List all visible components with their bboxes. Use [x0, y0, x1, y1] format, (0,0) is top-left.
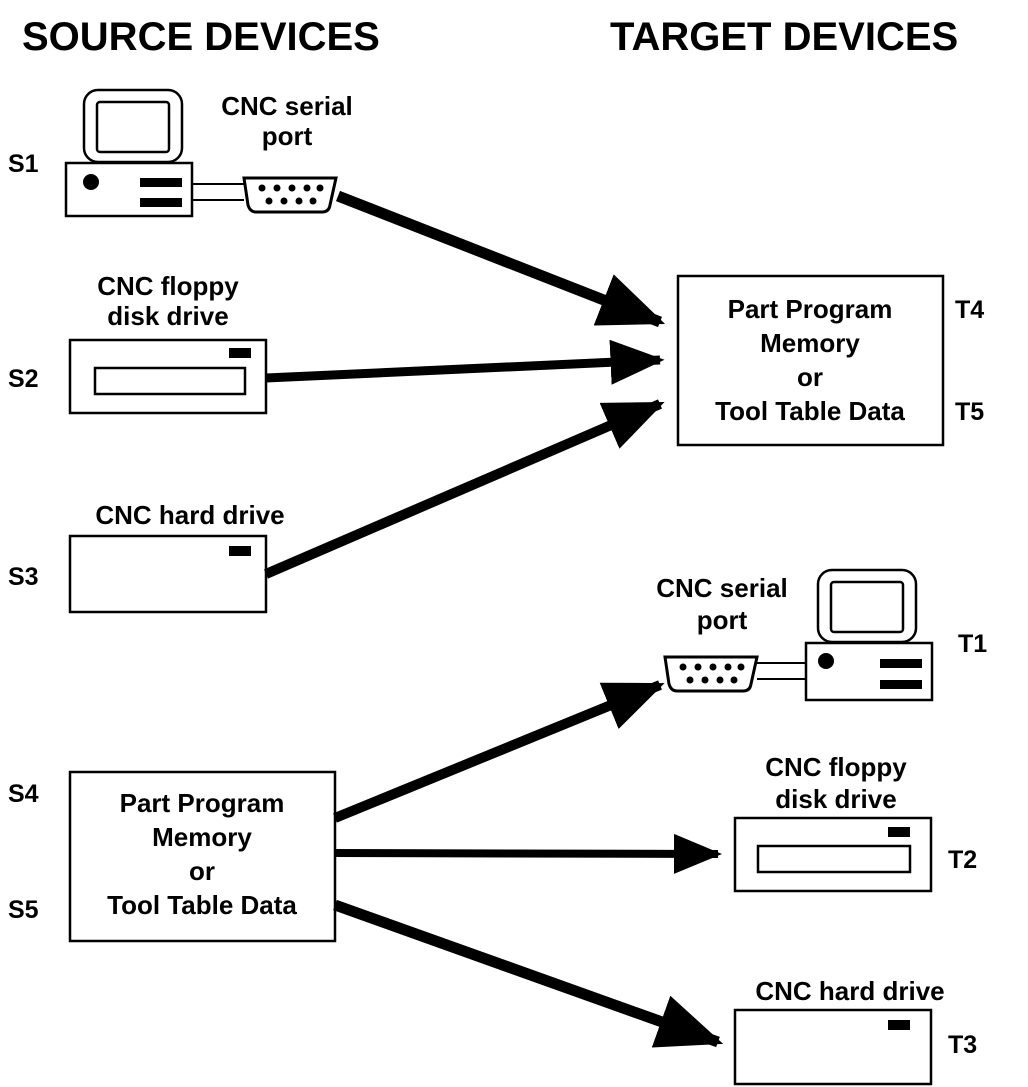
arrow-memory-to-t2: [334, 833, 722, 874]
arrow-s3-to-memory: [264, 399, 665, 579]
t2-floppy-drive-icon: [733, 816, 933, 893]
t45-memory-box: [676, 274, 945, 447]
s1-id: S1: [8, 150, 39, 178]
source-devices-header: SOURCE DEVICES: [22, 15, 380, 59]
s1-label-line1: CNC serial: [221, 91, 353, 121]
t1-label-line2: port: [697, 605, 748, 635]
s2-id: S2: [8, 365, 39, 393]
s1-label-line2: port: [262, 121, 313, 151]
s3-label: CNC hard drive: [95, 500, 284, 530]
t2-id: T2: [948, 846, 977, 874]
s2-floppy-drive-icon: [68, 338, 268, 415]
t45-line3: or: [797, 362, 823, 392]
t3-id: T3: [948, 1031, 977, 1059]
s2-label-line2: disk drive: [107, 301, 228, 331]
t2-label-line2: disk drive: [775, 784, 896, 814]
s45-line3: or: [189, 856, 215, 886]
s45-memory-box: [68, 770, 337, 943]
t3-label: CNC hard drive: [755, 976, 944, 1006]
s5-id: S5: [8, 896, 39, 924]
arrow-memory-to-t3: [333, 899, 724, 1048]
s45-line4: Tool Table Data: [107, 890, 297, 920]
arrow-s1-to-memory: [335, 190, 666, 328]
t4-id: T4: [955, 296, 984, 324]
arrow-s2-to-memory: [265, 339, 665, 385]
t5-id: T5: [955, 398, 984, 426]
s1-computer-icon: [64, 88, 194, 218]
t2-label-line1: CNC floppy: [765, 752, 907, 782]
s1-serial-cable: [192, 183, 244, 201]
s45-line1: Part Program: [120, 788, 285, 818]
arrow-memory-to-t1: [333, 680, 665, 823]
s3-id: S3: [8, 563, 39, 591]
t1-id: T1: [958, 630, 987, 658]
t1-serial-port-icon: [663, 655, 759, 693]
t45-line4: Tool Table Data: [715, 396, 905, 426]
s2-label-line1: CNC floppy: [97, 271, 239, 301]
t1-computer-icon: [804, 568, 934, 702]
t1-serial-cable: [757, 662, 806, 680]
t3-hard-drive-icon: [733, 1008, 933, 1086]
s1-serial-port-icon: [242, 176, 338, 214]
t45-line2: Memory: [760, 328, 860, 358]
t45-line1: Part Program: [728, 294, 893, 324]
target-devices-header: TARGET DEVICES: [610, 15, 958, 59]
s3-hard-drive-icon: [68, 534, 268, 614]
t1-label-line1: CNC serial: [656, 573, 788, 603]
s4-id: S4: [8, 780, 39, 808]
s45-line2: Memory: [152, 822, 252, 852]
